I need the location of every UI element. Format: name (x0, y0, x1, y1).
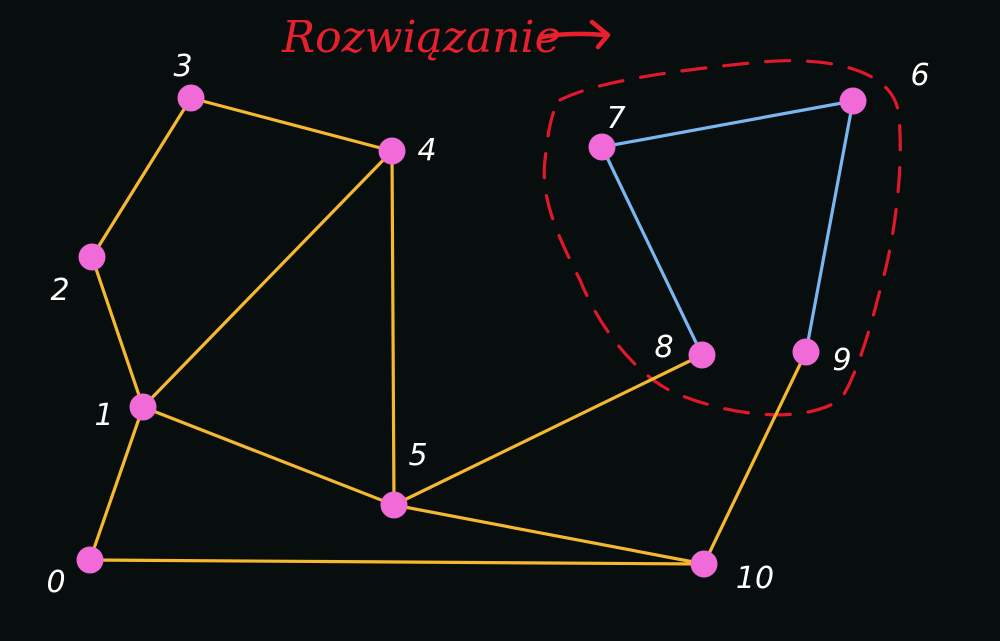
node-label-0: 0 (46, 565, 65, 600)
node-10 (690, 550, 718, 578)
node-label-3: 3 (173, 49, 192, 84)
node-label-5: 5 (408, 438, 427, 473)
solution-boundary (542, 59, 902, 417)
edge-0-10 (88, 558, 706, 566)
edge-4-5 (390, 149, 396, 507)
node-4 (378, 137, 406, 165)
node-7 (588, 133, 616, 161)
edge-7-6 (600, 99, 855, 149)
node-label-4: 4 (417, 133, 436, 168)
node-label-9: 9 (832, 343, 851, 378)
edge-3-4 (189, 96, 394, 153)
node-label-2: 2 (50, 273, 69, 308)
edge-9-10 (702, 350, 808, 566)
node-label-10: 10 (736, 561, 774, 596)
node-9 (792, 338, 820, 366)
node-6 (839, 87, 867, 115)
node-1 (129, 393, 157, 421)
edge-5-10 (392, 503, 706, 566)
edge-1-5 (141, 405, 396, 507)
node-0 (76, 546, 104, 574)
solution-annotation: Rozwiązanie (281, 12, 561, 63)
labels-layer: 0 1 2 3 4 5 6 7 8 9 10 (46, 49, 929, 600)
node-5 (380, 491, 408, 519)
edge-6-9 (804, 99, 855, 354)
edge-7-8 (600, 145, 704, 357)
edge-1-4 (141, 149, 394, 409)
edge-1-2 (90, 255, 145, 409)
edges-layer (88, 96, 855, 566)
node-8 (688, 341, 716, 369)
node-label-8: 8 (654, 330, 673, 365)
annotation-arrow-icon (539, 19, 611, 50)
node-label-1: 1 (94, 398, 113, 433)
nodes-layer (76, 84, 867, 578)
node-2 (78, 243, 106, 271)
edge-5-8 (392, 353, 704, 507)
node-label-7: 7 (606, 101, 625, 136)
node-label-6: 6 (910, 58, 929, 93)
edge-2-3 (90, 96, 193, 259)
node-3 (177, 84, 205, 112)
edge-0-1 (88, 405, 145, 562)
